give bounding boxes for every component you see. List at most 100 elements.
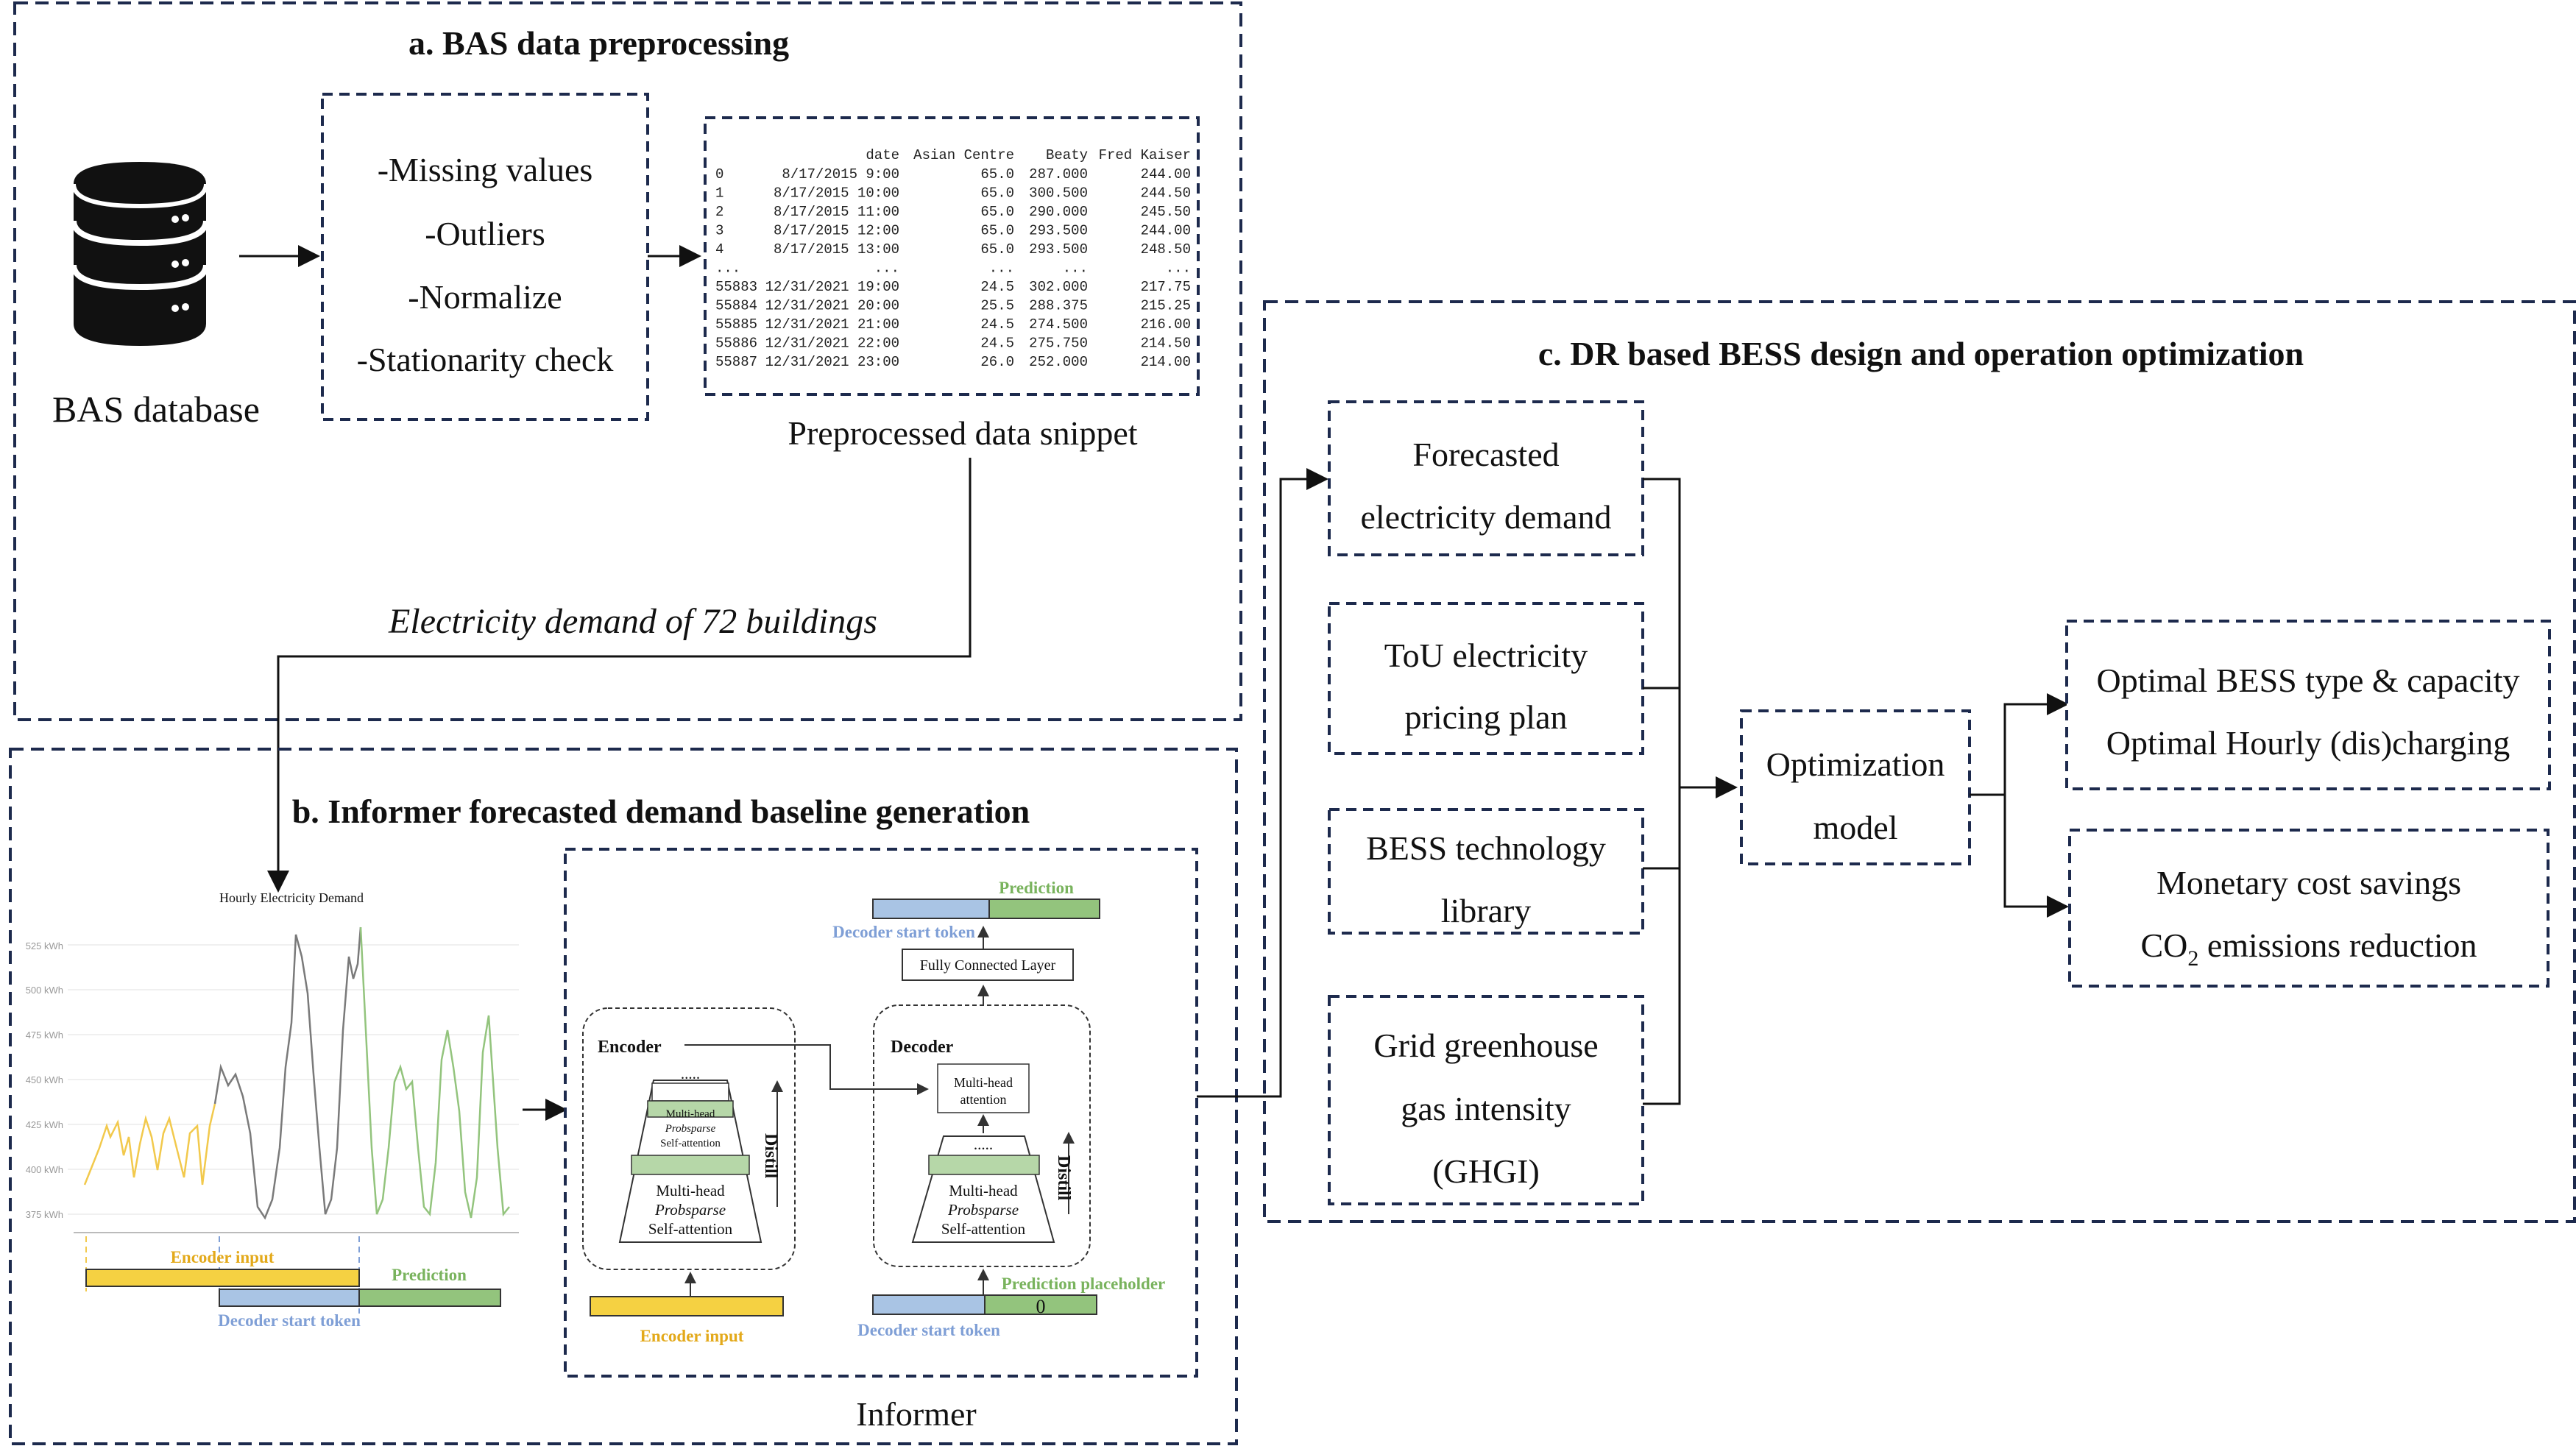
encoder-top-mh-2: Probsparse (665, 1123, 716, 1135)
encoder-input-label: Encoder input (640, 1327, 744, 1345)
output-optimal-bess-box (2065, 620, 2551, 790)
decoder-block: Decoder Multi-head attention ..... Multi… (857, 1004, 1166, 1339)
input-forecasted-line-1: Forecasted (1412, 436, 1559, 473)
output-savings-box (2068, 829, 2550, 988)
prediction-placeholder-label: Prediction placeholder (1002, 1275, 1166, 1293)
snippet-row-3-col-1: 8/17/2015 12:00 (774, 223, 899, 239)
optimization-model-box (1740, 709, 1971, 865)
decoder-token-series (213, 926, 362, 1220)
output-prediction-bar (988, 899, 1100, 919)
snippet-row-7-col-3: 288.375 (1029, 298, 1088, 314)
arrow-snippet-to-chart (267, 458, 972, 893)
section-a-title: a. BAS data preprocessing (408, 24, 789, 62)
snippet-row-6-col-1: 12/31/2021 19:00 (765, 279, 899, 295)
input-forecasted-line-2: electricity demand (1360, 498, 1611, 536)
encoder-bottom-mh-3: Self-attention (648, 1220, 733, 1238)
decoder-mh-1: Multi-head (949, 1182, 1018, 1199)
snippet-row-2-col-3: 290.000 (1029, 204, 1088, 220)
snippet-row-0-col-3: 287.000 (1029, 166, 1088, 182)
fc-layer-label: Fully Connected Layer (920, 957, 1056, 974)
step-outliers: -Outliers (425, 215, 545, 252)
snippet-row-10-col-3: 252.000 (1029, 354, 1088, 370)
input-tou-line-2: pricing plan (1405, 698, 1568, 736)
encoder-input-series (83, 1103, 216, 1185)
timeline-prediction-label: Prediction (392, 1266, 467, 1284)
output-optimal-bess-line-1: Optimal BESS type & capacity (2097, 662, 2520, 699)
snippet-row-4-col-4: 248.50 (1141, 241, 1191, 258)
snippet-row-10-col-4: 214.00 (1141, 354, 1191, 370)
snippet-row-9-col-2: 24.5 (980, 336, 1014, 352)
output-start-token-bar (872, 899, 990, 919)
snippet-row-1-col-3: 300.500 (1029, 185, 1088, 202)
snippet-row-3-col-3: 293.500 (1029, 223, 1088, 239)
snippet-row-9-col-1: 12/31/2021 22:00 (765, 336, 899, 352)
y-tick-425: 425 kWh (26, 1119, 63, 1130)
output-savings-line-1: Monetary cost savings (2156, 864, 2461, 901)
snippet-row-8-col-3: 274.500 (1029, 316, 1088, 333)
input-ghgi-line-3: (GHGI) (1432, 1152, 1540, 1190)
snippet-row-0-col-2: 65.0 (980, 166, 1014, 182)
snippet-row-6-col-2: 24.5 (980, 279, 1014, 295)
y-tick-450: 450 kWh (26, 1074, 63, 1085)
y-tick-525: 525 kWh (26, 940, 63, 951)
input-ghgi-line-1: Grid greenhouse (1373, 1027, 1598, 1064)
encoder-distill-label: Distill (761, 1133, 780, 1179)
snippet-row-2-col-4: 245.50 (1141, 204, 1191, 220)
encoder-bottom-layer (631, 1155, 750, 1175)
y-tick-475: 475 kWh (26, 1029, 63, 1041)
input-bess-library-box (1328, 808, 1644, 935)
decoder-mh-attention-box (937, 1063, 1030, 1113)
snippet-row-9-index: 55886 (715, 336, 757, 352)
encoder-top-layer (647, 1100, 734, 1118)
snippet-row-4-index: 4 (715, 241, 723, 258)
snippet-row-8-col-4: 216.00 (1141, 316, 1191, 333)
snippet-row-9-col-3: 275.750 (1029, 336, 1088, 352)
input-tou-pricing-box (1328, 602, 1644, 755)
snippet-row-2-col-1: 8/17/2015 11:00 (774, 204, 899, 220)
snippet-row-7-col-2: 25.5 (980, 298, 1014, 314)
snippet-row-6-col-4: 217.75 (1141, 279, 1191, 295)
snippet-header-1: Asian Centre (913, 147, 1014, 163)
output-optimal-bess-line-2: Optimal Hourly (dis)charging (2106, 724, 2510, 762)
input-ghgi-box (1328, 995, 1644, 1205)
snippet-row-6-col-3: 302.000 (1029, 279, 1088, 295)
snippet-row-0-index: 0 (715, 166, 723, 182)
section-c-frame (1263, 300, 2576, 1223)
placeholder-zero: 0 (1036, 1296, 1046, 1317)
encoder-title: Encoder (598, 1038, 662, 1057)
y-tick-375: 375 kWh (26, 1209, 63, 1220)
decoder-start-token-label: Decoder start token (857, 1321, 1000, 1339)
snippet-row-3-col-4: 244.00 (1141, 223, 1191, 239)
snippet-row-5-col-1: ... (874, 261, 899, 277)
informer-caption: Informer (856, 1395, 976, 1433)
snippet-row-1-col-4: 244.50 (1141, 185, 1191, 202)
snippet-row-10-col-2: 26.0 (980, 354, 1014, 370)
decoder-container (873, 1004, 1091, 1267)
y-tick-400: 400 kWh (26, 1164, 63, 1175)
snippet-row-8-col-2: 24.5 (980, 316, 1014, 333)
section-a-frame (13, 1, 1242, 721)
snippet-row-7-index: 55884 (715, 298, 757, 314)
decoder-layer (928, 1155, 1040, 1175)
fc-layer-box (902, 949, 1074, 981)
step-normalize: -Normalize (408, 278, 562, 316)
preprocessing-steps-box (321, 93, 649, 421)
section-b-title: b. Informer forecasted demand baseline g… (292, 793, 1030, 830)
prediction-series (359, 926, 510, 1219)
snippet-row-8-col-1: 12/31/2021 21:00 (765, 316, 899, 333)
encoder-block: Encoder ..... Multi-head Probsparse Self… (582, 1007, 796, 1345)
step-stationarity-check: -Stationarity check (357, 341, 614, 378)
snippet-row-2-index: 2 (715, 204, 723, 220)
arrow-to-optimal-bess (2003, 693, 2069, 795)
snippet-row-0-col-4: 244.00 (1141, 166, 1191, 182)
snippet-row-9-col-4: 214.50 (1141, 336, 1191, 352)
snippet-row-5-col-3: ... (1063, 261, 1088, 277)
section-b-panel: b. Informer forecasted demand baseline g… (9, 748, 1238, 1445)
decoder-mh-3: Self-attention (941, 1220, 1026, 1238)
database-label: BAS database (52, 389, 260, 430)
snippet-row-4-col-2: 65.0 (980, 241, 1014, 258)
step-missing-values: -Missing values (378, 151, 593, 188)
output-prediction-label: Prediction (999, 879, 1074, 897)
decoder-mh-attention-2: attention (960, 1092, 1007, 1107)
